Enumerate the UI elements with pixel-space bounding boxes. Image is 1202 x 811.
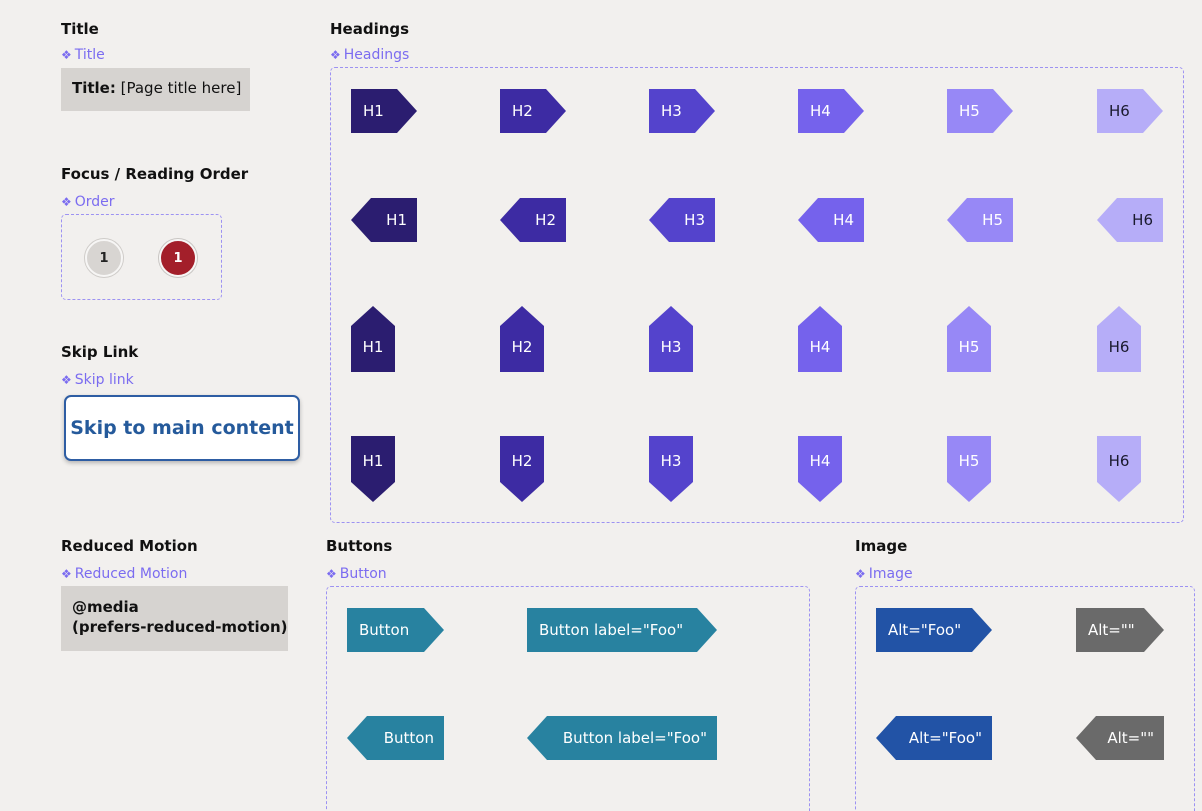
component-icon: ❖ [326, 567, 337, 581]
component-icon: ❖ [61, 373, 72, 387]
image-alt-marker-left[interactable]: Alt="Foo" [876, 716, 992, 760]
skip-to-main-content-link[interactable]: Skip to main content [64, 395, 300, 461]
button-marker-right[interactable]: Button [347, 608, 444, 652]
reduced-motion-annotation[interactable]: @media(prefers-reduced-motion) [61, 586, 288, 651]
page-title-annotation[interactable]: Title: [Page title here] [61, 68, 250, 111]
order-marker-active[interactable]: 1 [159, 239, 197, 277]
component-icon: ❖ [330, 48, 341, 62]
component-icon: ❖ [61, 195, 72, 209]
image-frame [855, 586, 1195, 811]
image-empty-alt-marker-left[interactable]: Alt="" [1076, 716, 1164, 760]
button-marker-left[interactable]: Button [347, 716, 444, 760]
reduced-motion-section-heading: Reduced Motion [61, 537, 198, 555]
buttons-frame [326, 586, 810, 811]
title-section-heading: Title [61, 20, 99, 38]
component-icon: ❖ [61, 567, 72, 581]
headings-frame [330, 67, 1184, 523]
image-empty-alt-marker-right[interactable]: Alt="" [1076, 608, 1164, 652]
order-frame [61, 214, 222, 300]
reduced-motion-component-label[interactable]: ❖Reduced Motion [61, 566, 188, 582]
focus-section-heading: Focus / Reading Order [61, 165, 249, 183]
headings-section-heading: Headings [330, 20, 410, 38]
order-component-label[interactable]: ❖Order [61, 194, 115, 210]
component-icon: ❖ [855, 567, 866, 581]
image-alt-marker-right[interactable]: Alt="Foo" [876, 608, 992, 652]
order-marker-default[interactable]: 1 [85, 239, 123, 277]
skip-link-component-label[interactable]: ❖Skip link [61, 372, 134, 388]
skip-section-heading: Skip Link [61, 343, 139, 361]
image-section-heading: Image [855, 537, 908, 555]
buttons-section-heading: Buttons [326, 537, 393, 555]
component-icon: ❖ [61, 48, 72, 62]
image-component-label[interactable]: ❖Image [855, 566, 913, 582]
button-component-label[interactable]: ❖Button [326, 566, 387, 582]
button-label-marker-left[interactable]: Button label="Foo" [527, 716, 717, 760]
button-label-marker-right[interactable]: Button label="Foo" [527, 608, 717, 652]
title-component-label[interactable]: ❖Title [61, 47, 105, 63]
headings-component-label[interactable]: ❖Headings [330, 47, 410, 63]
